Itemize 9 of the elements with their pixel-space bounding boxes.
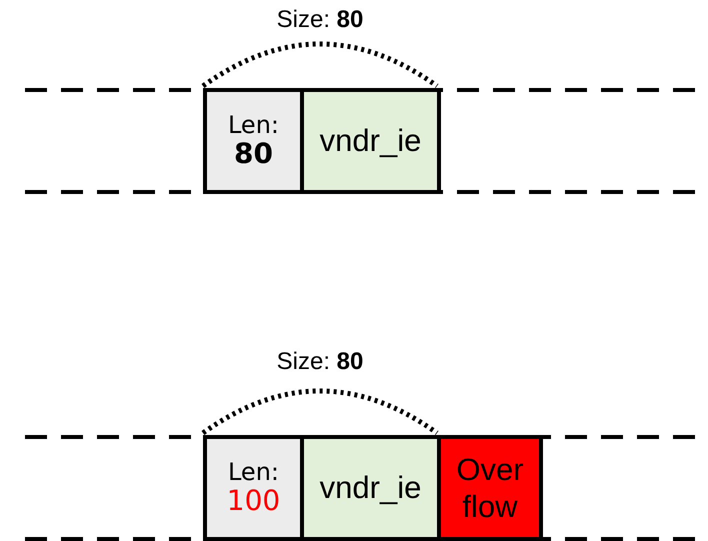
- size-label: Size: 80: [276, 6, 364, 34]
- field-name: Len:: [228, 459, 279, 486]
- field-name: vndr_ie: [320, 470, 422, 506]
- field-name: vndr_ie: [320, 124, 422, 158]
- field-name: Over flow: [455, 450, 525, 526]
- field-name: Len:: [228, 112, 279, 139]
- length-value: 80: [234, 138, 273, 170]
- size-label: Size: 80: [276, 348, 364, 376]
- length-value: 100: [226, 486, 280, 517]
